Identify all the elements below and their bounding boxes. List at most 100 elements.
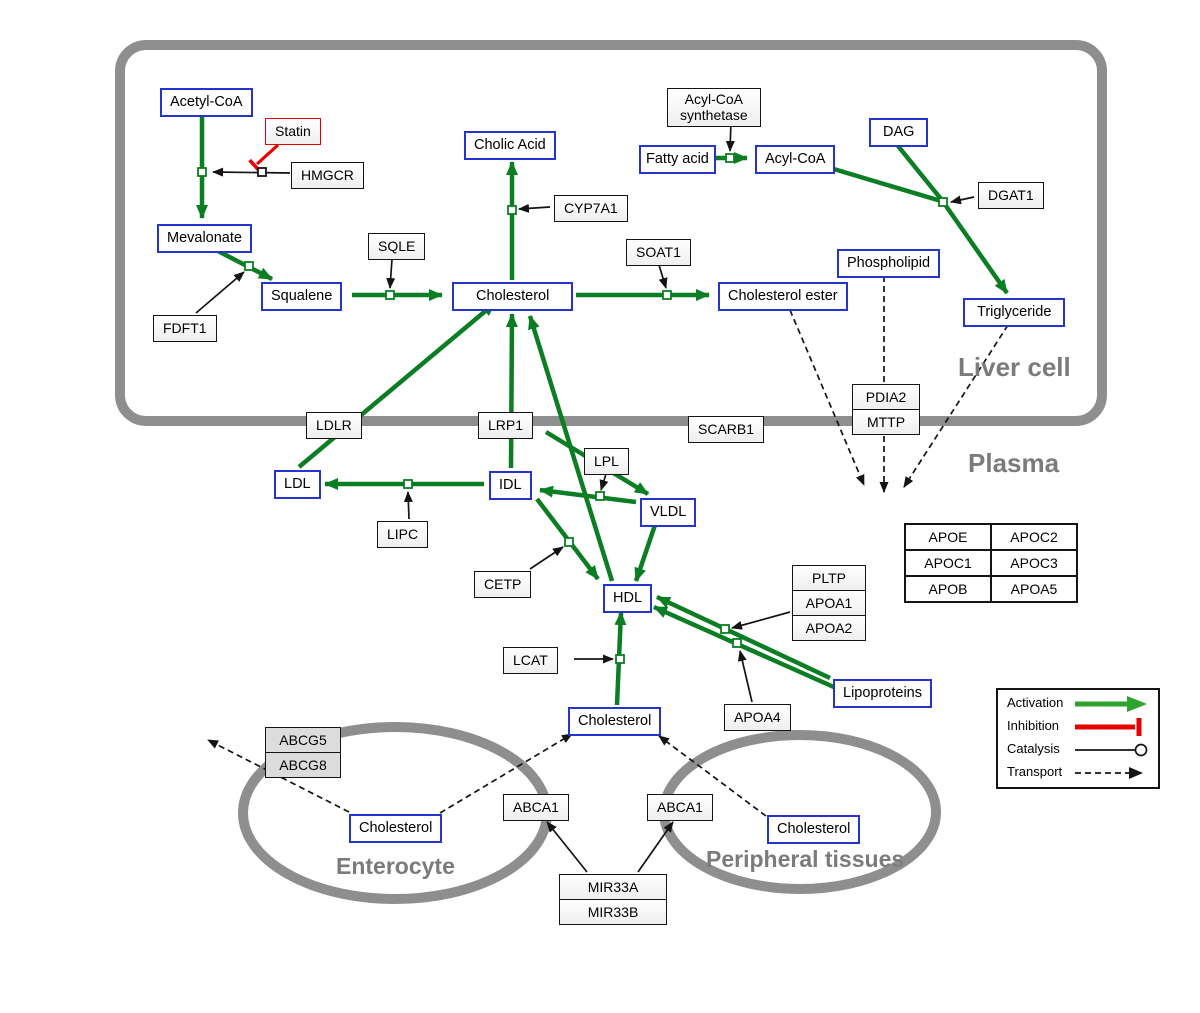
node-apoa1[interactable]: APOA1 — [793, 590, 865, 615]
node-lipc[interactable]: LIPC — [377, 521, 429, 548]
node-abcg5[interactable]: ABCG5 — [266, 728, 340, 752]
node-ldlr[interactable]: LDLR — [306, 412, 362, 439]
node-fdft1[interactable]: FDFT1 — [153, 315, 217, 342]
statin-inhibition-line — [255, 143, 280, 166]
stack-pltp-apoa1-apoa2: PLTP APOA1 APOA2 — [792, 565, 866, 641]
connector-mir33-abca1-right — [637, 821, 674, 873]
node-abca1-enterocyte[interactable]: ABCA1 — [503, 794, 569, 821]
apolipoprotein-table: APOE APOC2 APOC1 APOC3 APOB APOA5 — [904, 523, 1078, 603]
node-soat1[interactable]: SOAT1 — [626, 239, 691, 266]
edge-vldl-hdl — [633, 524, 658, 582]
acs-line1: Acyl-CoA — [684, 91, 744, 107]
legend-catalysis-label: Catalysis — [1007, 741, 1060, 756]
legend-inhibition-label: Inhibition — [1007, 718, 1060, 733]
catalysis-connectors — [195, 120, 975, 873]
edge-dag-junction — [896, 144, 943, 201]
node-pdia2[interactable]: PDIA2 — [853, 385, 919, 409]
node-apob[interactable]: APOB — [905, 576, 991, 602]
node-dag[interactable]: DAG — [869, 118, 929, 147]
node-cholesterol-peripheral[interactable]: Cholesterol — [767, 815, 861, 844]
connector-mir33-abca1-left — [546, 821, 588, 873]
legend-activation-label: Activation — [1007, 695, 1064, 710]
stack-pdia2-mttp: PDIA2 MTTP — [852, 384, 920, 435]
node-pltp[interactable]: PLTP — [793, 566, 865, 590]
connector-hmgcr — [212, 167, 291, 177]
plasma-label: Plasma — [968, 448, 1060, 478]
hmgcr-catalysis-square — [257, 167, 267, 177]
connector-soat1 — [658, 264, 668, 289]
connector-cetp — [529, 546, 564, 570]
node-cholesterol-enterocyte[interactable]: Cholesterol — [349, 814, 443, 843]
node-hdl[interactable]: HDL — [603, 584, 653, 613]
node-cholesterol-liver[interactable]: Cholesterol — [452, 282, 574, 311]
node-abcg8[interactable]: ABCG8 — [266, 752, 340, 777]
inhibition-tbar-icon — [1075, 718, 1142, 736]
node-idl[interactable]: IDL — [489, 471, 532, 500]
node-cetp[interactable]: CETP — [474, 571, 532, 598]
node-apoc2[interactable]: APOC2 — [991, 524, 1077, 550]
node-dgat1[interactable]: DGAT1 — [978, 182, 1044, 209]
node-apoa2[interactable]: APOA2 — [793, 615, 865, 640]
connector-sqle — [386, 258, 396, 289]
node-mttp[interactable]: MTTP — [853, 409, 919, 434]
liver-cell-outline — [115, 40, 1107, 426]
node-mir33a[interactable]: MIR33A — [560, 875, 666, 899]
node-cholesterol-plasma[interactable]: Cholesterol — [568, 707, 662, 736]
node-fatty-acid[interactable]: Fatty acid — [639, 145, 716, 174]
node-ldl[interactable]: LDL — [274, 470, 321, 499]
node-acyl-coa[interactable]: Acyl-CoA — [755, 145, 836, 174]
node-squalene[interactable]: Squalene — [261, 282, 343, 311]
acs-line2: synthetase — [680, 106, 748, 123]
node-hmgcr[interactable]: HMGCR — [291, 162, 364, 189]
node-sqle[interactable]: SQLE — [368, 233, 426, 260]
node-acetyl-coa[interactable]: Acetyl-CoA — [160, 88, 253, 117]
transport-cholesterolester-plasma — [789, 309, 865, 486]
node-acyl-coa-synthetase[interactable]: Acyl-CoA synthetase — [667, 88, 761, 128]
node-mevalonate[interactable]: Mevalonate — [157, 224, 252, 253]
node-vldl[interactable]: VLDL — [640, 498, 697, 527]
node-cholic-acid[interactable]: Cholic Acid — [464, 131, 556, 160]
transport-dashed-arrow-icon — [1075, 767, 1143, 779]
node-apoe[interactable]: APOE — [905, 524, 991, 550]
node-mir33b[interactable]: MIR33B — [560, 899, 666, 924]
stack-abcg5-abcg8: ABCG5 ABCG8 — [265, 727, 341, 778]
node-statin[interactable]: Statin — [265, 118, 321, 145]
node-scarb1[interactable]: SCARB1 — [688, 416, 765, 443]
edge-acylcoa-junction — [826, 164, 942, 204]
legend-glyphs — [1075, 696, 1148, 779]
edge-junction-triglyceride — [944, 204, 1009, 295]
node-lpl[interactable]: LPL — [584, 448, 629, 475]
edge-hdl-cholesterol-liver — [527, 315, 615, 582]
edge-idl-cholesterol-via-lrp1 — [505, 313, 518, 469]
node-lrp1[interactable]: LRP1 — [478, 412, 534, 439]
edge-ldl-cholesterol-via-ldlr — [297, 301, 497, 469]
node-apoa4[interactable]: APOA4 — [724, 704, 791, 731]
node-triglyceride[interactable]: Triglyceride — [963, 298, 1066, 327]
node-apoc3[interactable]: APOC3 — [991, 550, 1077, 576]
edge-mevalonate-squalene — [214, 248, 274, 281]
node-apoc1[interactable]: APOC1 — [905, 550, 991, 576]
node-lcat[interactable]: LCAT — [503, 647, 558, 674]
peripheral-tissues-label: Peripheral tissues — [706, 846, 905, 872]
node-abca1-peripheral[interactable]: ABCA1 — [647, 794, 713, 821]
node-cyp7a1[interactable]: CYP7A1 — [554, 195, 628, 222]
connector-cyp7a1 — [518, 203, 551, 213]
connector-lipc — [403, 491, 413, 520]
connector-lpl — [599, 473, 609, 491]
node-cholesterol-ester[interactable]: Cholesterol ester — [718, 282, 848, 311]
edge-lipoproteins-hdl-upper — [656, 594, 831, 681]
liver-cell-label: Liver cell — [958, 352, 1071, 382]
legend: Activation Inhibition Catalysis Transpor… — [996, 688, 1160, 789]
edge-lipoproteins-hdl-lower — [653, 604, 846, 695]
stack-mir33: MIR33A MIR33B — [559, 874, 667, 925]
transport-edges — [207, 276, 1009, 817]
transport-enterocyte-excretion — [207, 739, 350, 813]
node-phospholipid[interactable]: Phospholipid — [837, 249, 941, 278]
connector-fdft1 — [195, 271, 245, 314]
node-apoa5[interactable]: APOA5 — [991, 576, 1077, 602]
catalysis-circle-icon — [1075, 743, 1148, 757]
connector-apoa-stack — [731, 611, 791, 630]
node-lipoproteins[interactable]: Lipoproteins — [833, 679, 932, 708]
